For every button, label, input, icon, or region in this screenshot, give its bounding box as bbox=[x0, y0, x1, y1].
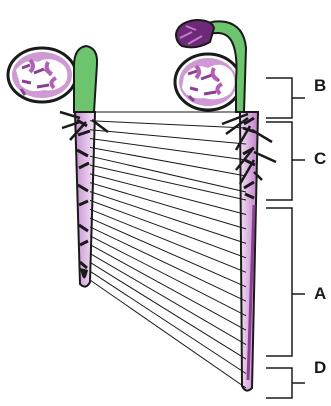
label-d: D bbox=[314, 358, 326, 377]
growth-mark-line bbox=[90, 245, 246, 331]
left-root bbox=[75, 112, 95, 287]
left-seed-icon bbox=[8, 48, 76, 102]
bracket-b bbox=[266, 78, 305, 118]
right-seed-icon bbox=[175, 54, 241, 110]
left-seedling bbox=[8, 46, 108, 287]
label-b: B bbox=[314, 76, 326, 95]
growth-mark-lines bbox=[90, 112, 246, 388]
growth-mark-line bbox=[90, 280, 246, 388]
growth-mark-line bbox=[90, 236, 246, 316]
growth-mark-line bbox=[90, 254, 246, 345]
label-a: A bbox=[314, 284, 326, 303]
bracket-a bbox=[266, 208, 305, 356]
right-seedling bbox=[175, 20, 276, 391]
growth-mark-line bbox=[90, 192, 246, 244]
left-shoot bbox=[74, 46, 97, 112]
bracket-d bbox=[266, 368, 305, 398]
growth-mark-line bbox=[90, 174, 246, 215]
plumule-icon bbox=[176, 20, 214, 47]
growth-mark-line bbox=[90, 227, 246, 301]
growth-mark-line bbox=[90, 271, 246, 373]
growth-mark-line bbox=[90, 183, 246, 229]
growth-mark-line bbox=[90, 165, 246, 200]
growth-mark-line bbox=[90, 200, 246, 257]
label-c: C bbox=[314, 149, 326, 168]
growth-mark-line bbox=[90, 209, 246, 272]
